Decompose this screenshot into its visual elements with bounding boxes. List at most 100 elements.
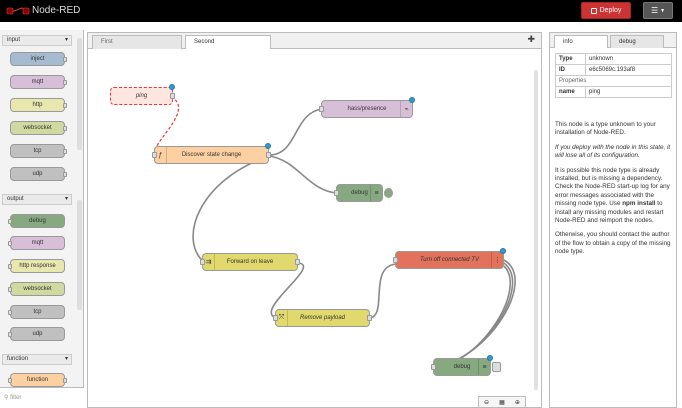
tab-debug[interactable]: debug	[610, 35, 664, 48]
palette-category-output[interactable]: output ▾	[2, 194, 72, 205]
palette-node-udp-out[interactable]: udp	[8, 327, 65, 341]
palette-node-debug[interactable]: debug	[8, 214, 65, 228]
palette-node-function[interactable]: function	[8, 373, 67, 387]
node-label: tcp	[33, 148, 42, 154]
flow-node-ping[interactable]: ping	[110, 84, 175, 105]
palette-node-mqtt-in[interactable]: mqtt	[10, 75, 67, 89]
workspace-tabbar: First Second ✚	[88, 33, 541, 49]
category-label: input	[7, 37, 21, 43]
zoom-reset-icon[interactable]: ▦	[499, 400, 505, 406]
info-key: ID	[555, 64, 586, 76]
help-paragraph: It is possible this node type is already…	[555, 167, 673, 226]
flow-canvas[interactable]: ping ƒ Discover state change hass/presen…	[88, 50, 541, 407]
tab-label: info	[563, 39, 573, 45]
node-label: udp	[32, 171, 43, 177]
node-label: Remove payload	[299, 315, 346, 321]
node-label: function	[26, 377, 48, 383]
wire-turnoff-debug-3	[433, 265, 511, 368]
node-label: Forward on leave	[226, 259, 274, 265]
change-icon: ⤧	[276, 310, 288, 326]
palette-node-mqtt-out[interactable]: mqtt	[8, 236, 65, 250]
zoom-out-icon[interactable]: ⊖	[484, 400, 490, 406]
node-label: mqtt	[31, 79, 44, 85]
chevron-down-icon: ▾	[64, 356, 68, 362]
debug-toggle-button[interactable]	[492, 362, 501, 372]
node-red-logo-icon	[6, 7, 30, 15]
tab-info[interactable]: info	[554, 35, 608, 48]
palette-node-inject[interactable]: inject	[10, 52, 67, 66]
palette-category-input[interactable]: input ▾	[2, 35, 72, 46]
palette-node-websocket-in[interactable]: websocket	[10, 121, 67, 135]
node-label: udp	[32, 331, 43, 337]
node-label: http	[32, 102, 43, 108]
wire-remove-turnoff	[369, 263, 397, 319]
info-key: Type	[555, 53, 586, 65]
help-warning-text: If you deploy with the node in this stat…	[555, 143, 671, 160]
tab-label: Second	[194, 39, 215, 45]
flow-node-forward-on-leave[interactable]: ⇉ Forward on leave	[200, 253, 300, 271]
info-row-id: ID e6c5069c.193af8	[555, 64, 672, 76]
category-label: function	[7, 356, 29, 362]
mqtt-icon: ⌁	[400, 101, 412, 117]
node-help-text: This node is a type unknown to your inst…	[555, 121, 673, 263]
info-value: unknown	[585, 53, 672, 65]
debug-list-icon: ≡	[370, 185, 382, 201]
help-paragraph: This node is a type unknown to your inst…	[555, 121, 656, 137]
info-row-name: name ping	[555, 86, 672, 98]
node-label: http response	[19, 263, 56, 269]
tab-second[interactable]: Second	[185, 35, 271, 49]
palette-scrollbar-input[interactable]	[77, 38, 82, 150]
tab-label: First	[101, 39, 113, 45]
palette-category-function[interactable]: function ▾	[2, 354, 72, 365]
palette-node-http-in[interactable]: http	[10, 98, 67, 112]
debug-toggle-button[interactable]	[384, 188, 393, 198]
sidebar-tabbar: info debug	[550, 33, 676, 48]
output-ports-icon: ⋮	[491, 252, 503, 268]
palette-node-websocket-out[interactable]: websocket	[8, 282, 65, 296]
palette-node-tcp-out[interactable]: tcp	[8, 305, 65, 319]
switch-icon: ⇉	[203, 254, 215, 270]
palette-node-http-response[interactable]: http response	[8, 259, 65, 273]
sidebar: info debug Type unknown ID e6c5069c.193a…	[549, 32, 677, 408]
help-text: to install any missing modules and resta…	[555, 200, 664, 225]
node-label: hass/presence	[347, 106, 387, 112]
flow-node-turn-off-connected-tv[interactable]: Turn off connected TV ⋮	[393, 248, 506, 269]
wire-discover-presence	[268, 108, 323, 156]
palette-scrollbar-output[interactable]	[77, 200, 82, 310]
node-label: mqtt	[31, 240, 44, 246]
wire-forward-remove	[270, 262, 305, 319]
tab-first[interactable]: First	[92, 35, 182, 49]
search-icon: ⚲	[4, 395, 9, 401]
app-title: Node-RED	[32, 5, 81, 16]
header: Node-RED Deploy ☰ ▼	[0, 0, 682, 22]
wire-discover-debug	[268, 155, 338, 194]
debug-list-icon: ≡	[478, 359, 490, 375]
palette-node-udp-in[interactable]: udp	[10, 167, 67, 181]
node-label: debug	[29, 218, 46, 224]
zoom-in-icon[interactable]: ⊕	[514, 400, 520, 406]
flow-node-debug-1[interactable]: debug ≡	[334, 184, 393, 202]
canvas-scrollbar[interactable]	[534, 70, 538, 390]
chevron-down-icon: ▾	[64, 37, 68, 43]
wire-discover-forward	[192, 155, 270, 263]
flow-node-debug-2[interactable]: debug ≡	[431, 355, 501, 376]
flow-node-discover-state-change[interactable]: ƒ Discover state change	[152, 143, 271, 164]
info-value: e6c5069c.193af8	[585, 64, 672, 76]
palette-node-tcp-in[interactable]: tcp	[10, 144, 67, 158]
node-label: websocket	[23, 286, 52, 292]
palette-filter[interactable]: ⚲ filter	[0, 387, 84, 408]
help-paragraph-warning: If you deploy with the node in this stat…	[555, 144, 673, 161]
node-label: debug	[453, 364, 471, 370]
help-text: It is possible this node type is already…	[555, 166, 670, 208]
plus-icon[interactable]: ✚	[527, 34, 535, 44]
filter-input[interactable]: filter	[10, 395, 22, 401]
menu-icon: ☰	[650, 6, 659, 15]
flow-node-hass-presence[interactable]: hass/presence ⌁	[319, 97, 415, 118]
node-label: Turn off connected TV	[420, 257, 479, 263]
deploy-button[interactable]: Deploy	[581, 2, 631, 19]
node-label: Discover state change	[181, 152, 242, 158]
main-menu-button[interactable]: ☰ ▼	[643, 2, 673, 19]
workspace: First Second ✚ ping ƒ Discover state cha…	[87, 32, 542, 408]
flow-node-remove-payload[interactable]: ⤧ Remove payload	[273, 309, 372, 327]
info-row-properties: Properties	[555, 75, 672, 87]
